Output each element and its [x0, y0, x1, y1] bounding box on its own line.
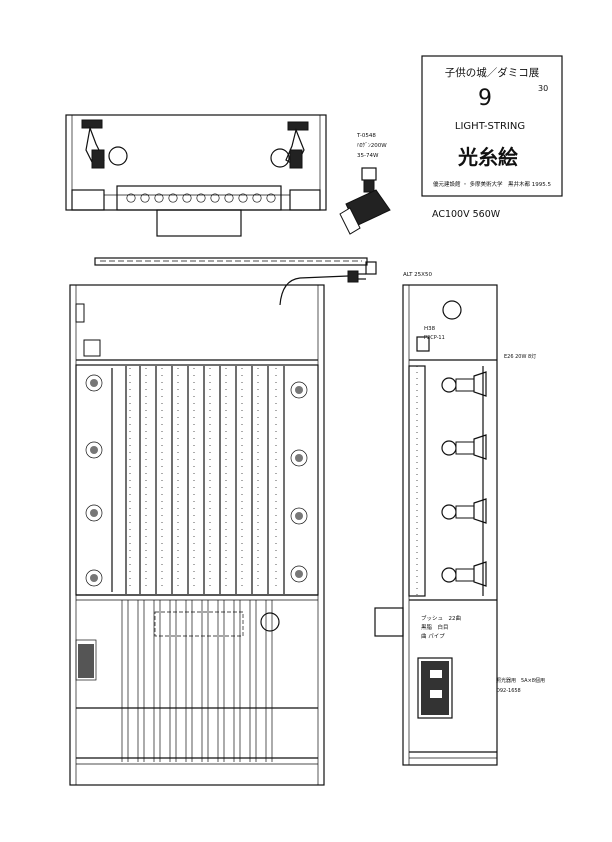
japanese-title: 光糸絵: [457, 145, 518, 169]
alt-size: ALT 25X50: [403, 272, 432, 278]
cord-and-plug: [94, 257, 377, 306]
spotlight-detail: T-0548 ﾊﾛｹﾞﾝ200W 35-74W: [339, 133, 391, 235]
item-number: 9: [478, 86, 492, 111]
plan-outer-box: [65, 114, 327, 211]
lower-pipes: [121, 600, 273, 762]
bulb-icon: [441, 561, 487, 587]
front-elevation: [69, 284, 325, 786]
title-block: 子供の城／ダミコ展 9 30 LIGHT-STRING 光糸絵 優元建設館 ・ …: [421, 55, 563, 197]
plan-base: [156, 209, 242, 237]
top-plan-view: [65, 114, 327, 237]
panel-code: D92-1658: [496, 688, 521, 694]
title-block-frame: [421, 55, 563, 197]
spot-model: T-0548: [356, 133, 376, 139]
front-outer-frame: [69, 284, 325, 786]
pipe-label: 曲 パイプ: [421, 632, 445, 640]
plan-bulbs: [126, 193, 276, 203]
bulb-icon: [441, 371, 487, 397]
spotlight-icon: [270, 121, 309, 169]
plan-bulb-rail: [116, 185, 282, 211]
side-outer-frame: [402, 284, 498, 766]
spotlight-icon: [81, 119, 128, 169]
spot-spec: ﾊﾛｹﾞﾝ200W: [357, 142, 387, 149]
front-side-lamps: [85, 374, 308, 587]
credits: 優元建設館 ・ 多摩美術大学 黒井木都 1995.5: [433, 180, 551, 188]
power-rating: AC100V 560W: [432, 209, 501, 220]
spot-code: 35-74W: [357, 153, 379, 159]
panel-label: 照光器用 5A×8個用: [496, 677, 545, 684]
sheet-number: 30: [538, 84, 548, 93]
plug-icon: [347, 270, 359, 283]
bush-label: ブッシュ 22曲: [421, 614, 461, 622]
control-panel-side: [417, 657, 453, 719]
light-strings: [111, 366, 285, 594]
socket-label: E26 20W 8灯: [504, 353, 536, 360]
color-label: 黒脂 白目: [421, 623, 449, 631]
junction-box: [154, 611, 244, 637]
bulb-icon: [441, 434, 487, 460]
exhibition-title: 子供の城／ダミコ展: [445, 66, 540, 79]
english-title: LIGHT-STRING: [455, 121, 525, 132]
side-elevation: ALT 25X50 H38 P2CP-11 E26 20W 8灯: [374, 272, 545, 766]
bulb-icon: [441, 498, 487, 524]
part-p2cp: P2CP-11: [424, 335, 445, 341]
cord-rail: [94, 257, 368, 266]
control-panel-front: [78, 644, 94, 678]
part-h38: H38: [424, 326, 436, 332]
